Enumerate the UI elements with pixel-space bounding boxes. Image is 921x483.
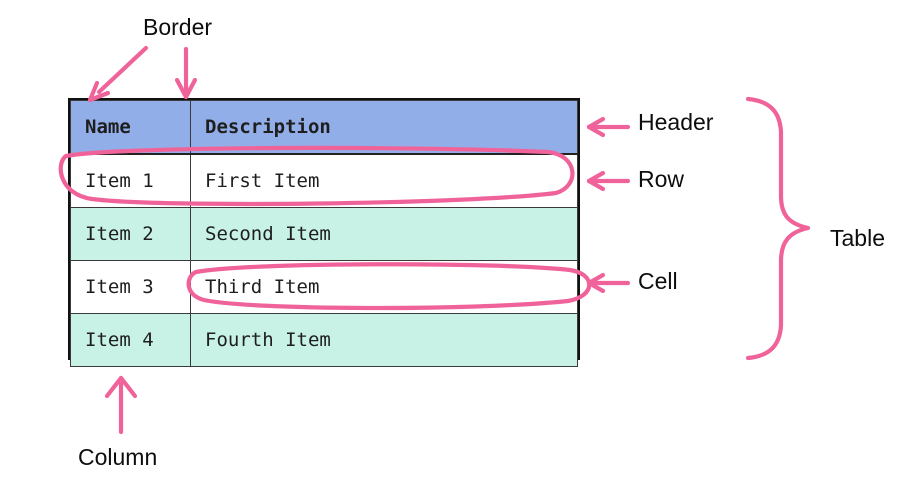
table-cell-description[interactable]: Second Item	[190, 207, 578, 261]
table-cell-name[interactable]: Item 2	[70, 207, 191, 261]
table-brace-icon	[745, 96, 811, 361]
table-cell-description[interactable]: Fourth Item	[190, 313, 578, 367]
row-arrow-icon	[586, 170, 631, 192]
table-cell-description[interactable]: First Item	[190, 153, 578, 208]
annotation-label-column: Column	[78, 444, 158, 470]
cell-arrow-icon	[586, 272, 631, 294]
table-cell-name[interactable]: Item 1	[70, 153, 191, 208]
annotation-label-cell: Cell	[638, 268, 678, 294]
table-cell-description[interactable]: Third Item	[190, 260, 578, 314]
table-cell-name[interactable]: Item 3	[70, 260, 191, 314]
table-body: Item 1 First Item Item 2 Second Item Ite…	[70, 153, 578, 367]
data-table-container: Name Description Item 1 First Item Item …	[68, 98, 580, 367]
table-row[interactable]: Item 4 Fourth Item	[70, 313, 578, 367]
table-row[interactable]: Item 3 Third Item	[70, 260, 578, 314]
table-cell-name[interactable]: Item 4	[70, 313, 191, 367]
table-header-row: Name Description	[70, 100, 578, 155]
border-arrow-diagonal-icon	[87, 45, 149, 103]
annotation-label-row: Row	[638, 166, 685, 192]
column-header-description[interactable]: Description	[190, 100, 578, 155]
data-table: Name Description Item 1 First Item Item …	[70, 100, 578, 367]
table-row[interactable]: Item 1 First Item	[70, 153, 578, 208]
annotation-label-table: Table	[830, 225, 885, 251]
column-arrow-icon	[104, 375, 138, 435]
table-row[interactable]: Item 2 Second Item	[70, 207, 578, 261]
annotation-label-header: Header	[638, 109, 714, 135]
annotation-label-border: Border	[143, 14, 213, 40]
header-arrow-icon	[586, 116, 631, 138]
column-header-name[interactable]: Name	[70, 100, 191, 155]
table-header: Name Description	[70, 100, 578, 155]
border-arrow-vertical-icon	[174, 46, 198, 100]
